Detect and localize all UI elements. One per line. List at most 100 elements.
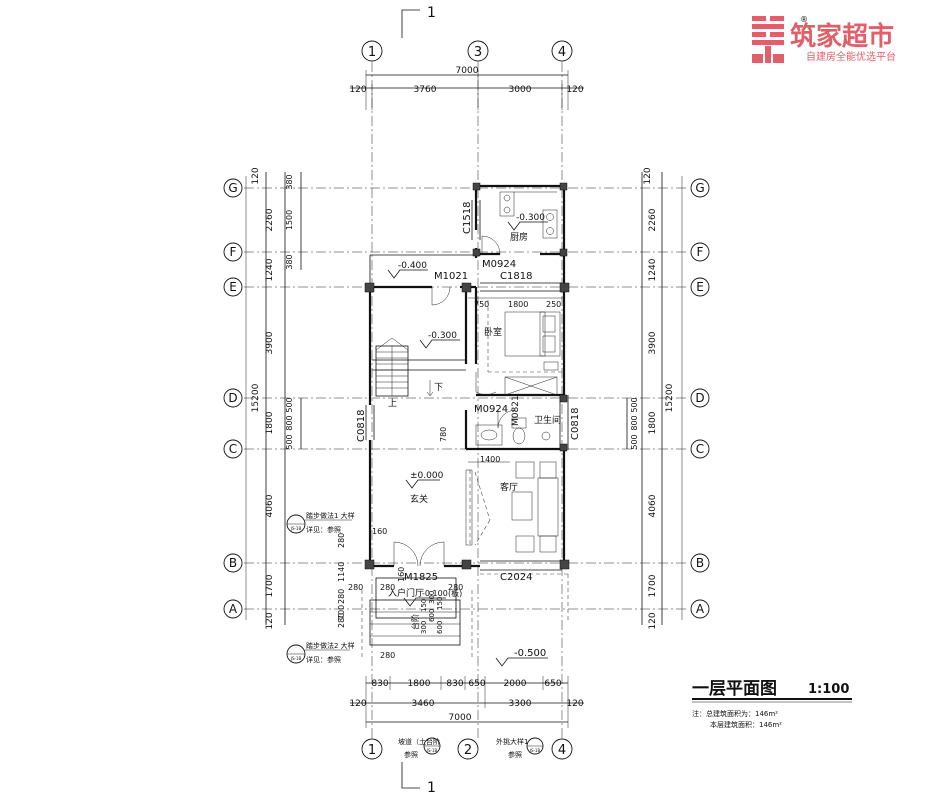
door-m1021: M1021 [434, 271, 468, 282]
dim-right-4060: 4060 [648, 494, 658, 517]
room-bedroom: 卧室 [484, 326, 502, 338]
logo: 筑家超市 ® 自建房全能优选平台 [752, 15, 896, 63]
dim-left-500b: 500 [285, 434, 294, 449]
dim-in-150x: 150 [420, 599, 428, 612]
level-exterior: -0.500 [514, 648, 546, 659]
dim-left-120b: 120 [265, 612, 275, 629]
window-c1818: C1818 [500, 271, 532, 282]
axis-F-left: F [230, 245, 237, 259]
dim-bot-650b: 650 [544, 679, 561, 689]
dim-right-3900: 3900 [648, 331, 658, 354]
axis-B-left: B [229, 556, 237, 570]
dim-right-total: 15200 [665, 383, 675, 412]
dim-in-1400: 1400 [480, 455, 500, 464]
logo-registered: ® [800, 15, 808, 24]
callout-2-ref: JS-1B [290, 656, 302, 661]
dim-left-1240: 1240 [265, 258, 275, 281]
axis-E-right: E [696, 280, 704, 294]
callout-cantilever-detail: JS-1B 外挑大样1 参照 [496, 737, 544, 759]
window-c0818-west: C0818 [356, 410, 367, 442]
dim-in-1140: 1140 [337, 562, 346, 582]
axis-C-left: C [229, 442, 237, 456]
dim-right-1700: 1700 [648, 574, 658, 597]
axis-3-top: 3 [474, 45, 482, 60]
axis-C-right: C [696, 442, 704, 456]
dim-top-3000: 3000 [509, 85, 532, 95]
bedroom-furniture [487, 300, 562, 396]
window-c0818-east: C0818 [570, 408, 581, 440]
room-labels: 厨房 卧室 卫生间 客厅 玄关 入户门厅 上 下 [388, 231, 561, 599]
level-entry-suffix: (板) [448, 588, 462, 598]
drawing-title-block: 一层平面图 1:100 注：总建筑面积为：146m² 本层建筑面积：146m² [692, 679, 852, 729]
level-entry: -0.100 [422, 589, 448, 598]
window-c1518: C1518 [462, 202, 473, 234]
room-living: 客厅 [500, 481, 518, 493]
dim-left-1500: 1500 [285, 210, 294, 230]
callout-3-title: 坡道（土台阶 [398, 737, 440, 746]
dimensions-top: 7000 120 3760 3000 120 [349, 66, 584, 110]
callout-4-title: 外挑大样1 [496, 737, 528, 746]
kitchen-fixtures [499, 191, 558, 239]
callout-2-title: 踏步做法2 大样 [306, 641, 355, 650]
axis-1-top: 1 [368, 45, 376, 60]
room-kitchen: 厨房 [510, 231, 528, 243]
axis-B-right: B [696, 556, 704, 570]
dim-right-500b: 500 [630, 434, 639, 449]
dimensions-right: 120 2260 1240 3900 15200 1800 4060 1700 … [626, 167, 683, 630]
dim-left-380b: 380 [285, 254, 294, 269]
callout-4-ref: JS-1B [529, 748, 541, 753]
room-foyer: 玄关 [410, 493, 428, 505]
dim-right-120b: 120 [648, 612, 658, 629]
level-marks: -0.300 -0.400 -0.300 ±0.000 -0.100 (板) -… [387, 213, 548, 667]
dim-in-280f: 280 [448, 583, 463, 592]
dim-in-600a: 600 [428, 609, 436, 622]
dim-in-250: 250 [546, 300, 561, 309]
section-mark-bottom-label: 1 [427, 780, 436, 796]
bathroom-fixtures [475, 417, 551, 446]
dim-in-750: 750 [474, 300, 489, 309]
dim-left-3900: 3900 [265, 331, 275, 354]
dim-right-1240: 1240 [648, 258, 658, 281]
dim-left-total: 15200 [251, 383, 261, 412]
door-m1825: M1825 [404, 572, 438, 583]
axis-4-bottom: 4 [558, 743, 566, 758]
dimensions-bottom: 830 1800 830 650 2000 650 120 3460 3300 … [349, 676, 584, 728]
axis-G-left: G [228, 181, 237, 195]
axis-1-bottom: 1 [368, 743, 376, 758]
dim-bot-total: 7000 [449, 713, 472, 723]
dim-right-120a: 120 [643, 167, 653, 184]
dim-bot-1800: 1800 [408, 679, 431, 689]
dim-in-600b: 600 [436, 621, 444, 634]
door-m0924-bedroom: M0924 [474, 404, 508, 415]
axis-G-right: G [695, 181, 704, 195]
section-mark-top: 1 [401, 5, 436, 38]
axis-A-right: A [696, 602, 705, 616]
axis-4-top: 4 [558, 45, 566, 60]
callout-3-sub: 参照 [404, 750, 418, 759]
drawing-title: 一层平面图 [692, 679, 777, 699]
level-foyer: ±0.000 [410, 471, 444, 481]
opening-labels: C1518 M0924 M1021 C1818 M0924 M0821 C081… [356, 202, 581, 630]
dim-bot-120b: 120 [566, 699, 583, 709]
door-m0924-kitchen: M0924 [482, 259, 516, 270]
dim-top-120a: 120 [349, 85, 366, 95]
axis-bubbles-top: 1 3 4 [361, 40, 573, 62]
dim-right-500a: 500 [630, 397, 639, 412]
dim-in-780: 780 [439, 427, 448, 442]
dim-in-300x: 300 [420, 621, 428, 634]
axis-bubbles-bottom: 1 2 4 [361, 738, 573, 760]
axis-bubbles-left: G F E D C B A [223, 178, 243, 619]
dim-in-280c: 280 [337, 613, 346, 628]
callout-step-detail-1: JS-1B 踏步做法1 大样 详见：参照 [286, 511, 355, 534]
callout-step-detail-2: JS-1B 踏步做法2 大样 详见：参照 [286, 641, 355, 664]
dimensions-left: 120 2260 1240 3900 15200 1800 4060 1700 … [245, 167, 302, 630]
dim-bot-120a: 120 [349, 699, 366, 709]
logo-name: 筑家超市 [790, 21, 894, 52]
walls [365, 184, 569, 571]
dim-in-300: 300 [428, 591, 436, 604]
dim-top-total: 7000 [456, 66, 479, 76]
area-note-floor: 本层建筑面积：146m² [710, 720, 782, 729]
dim-in-150: 150 [436, 597, 444, 610]
dim-top-120b: 120 [566, 85, 583, 95]
